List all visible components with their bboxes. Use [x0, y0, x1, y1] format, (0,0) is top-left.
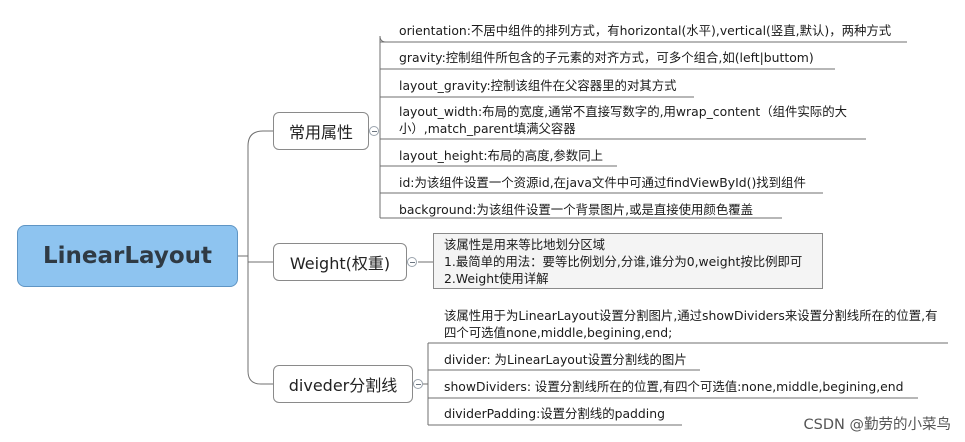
branch-weight[interactable]: Weight(权重) — [273, 243, 407, 281]
root-node[interactable]: LinearLayout — [17, 225, 238, 287]
attribute-layout-height[interactable]: layout_height:布局的高度,参数同上 — [399, 148, 603, 163]
note-line: 该属性是用来等比地划分区域 — [444, 237, 606, 252]
watermark: CSDN @勤劳的小菜鸟 — [803, 417, 951, 433]
attribute-gravity[interactable]: gravity:控制组件所包含的子元素的对齐方式，可多个组合,如(left|bu… — [399, 50, 814, 65]
attribute-divider[interactable]: divider: 为LinearLayout设置分割线的图片 — [444, 352, 687, 367]
attribute-divider-padding[interactable]: dividerPadding:设置分割线的padding — [444, 406, 665, 421]
collapse-toggle-icon[interactable] — [413, 379, 423, 389]
attribute-layout-gravity[interactable]: layout_gravity:控制该组件在父容器里的对其方式 — [399, 78, 677, 93]
branch-common-attributes[interactable]: 常用属性 — [273, 112, 369, 150]
branch-divider[interactable]: diveder分割线 — [273, 365, 413, 403]
divider-intro[interactable]: 该属性用于为LinearLayout设置分割图片,通过showDividers来… — [444, 308, 938, 340]
attribute-id[interactable]: id:为该组件设置一个资源id,在java文件中可通过findViewById(… — [399, 175, 806, 190]
note-line: 2.Weight使用详解 — [444, 271, 549, 286]
attribute-layout-width[interactable]: layout_width:布局的宽度,通常不直接写数字的,用wrap_conte… — [399, 104, 847, 136]
branch-label: 常用属性 — [288, 123, 353, 142]
collapse-toggle-icon[interactable] — [369, 126, 379, 136]
branch-label: Weight(权重) — [289, 254, 391, 273]
note-line: 1.最简单的用法：要等比例划分,分谁,谁分为0,weight按比例即可 — [444, 254, 803, 269]
weight-note[interactable]: 该属性是用来等比地划分区域 1.最简单的用法：要等比例划分,分谁,谁分为0,we… — [433, 233, 823, 289]
branch-label: diveder分割线 — [288, 376, 398, 395]
collapse-toggle-icon[interactable] — [407, 257, 417, 267]
attribute-show-dividers[interactable]: showDividers: 设置分割线所在的位置,有四个可选值:none,mid… — [444, 379, 904, 394]
root-label: LinearLayout — [42, 243, 212, 269]
attribute-orientation[interactable]: orientation:不居中组件的排列方式，有horizontal(水平),v… — [399, 23, 892, 38]
attribute-background[interactable]: background:为该组件设置一个背景图片,或是直接使用颜色覆盖 — [399, 202, 753, 217]
